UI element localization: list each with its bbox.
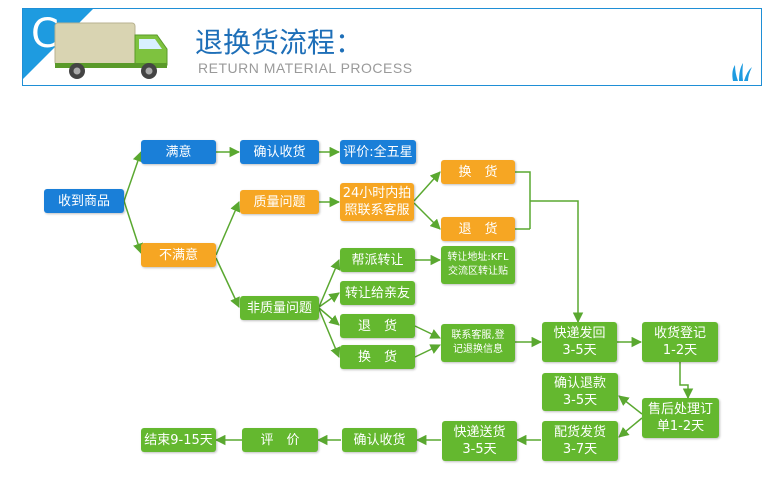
- node-confirm-receipt-final: 确认收货: [342, 428, 417, 452]
- connector-exchange-bracket: [515, 171, 531, 229]
- node-help-transfer: 帮派转让: [340, 248, 415, 272]
- node-receipt-register: 收货登记 1-2天: [642, 322, 718, 362]
- node-express-ship: 快递发回 3-5天: [542, 322, 617, 362]
- connector-nonquality-friend: [318, 292, 340, 308]
- node-dispatch: 配货发货 3-7天: [542, 421, 618, 461]
- node-transfer-address: 转让地址:KFL 交流区转让贴: [441, 246, 515, 284]
- connector-to-express-ship: [530, 200, 584, 324]
- connector-aftersales-dispatch: [618, 417, 643, 438]
- connector-unsatisfied-quality: [215, 201, 241, 256]
- node-receive-goods: 收到商品: [44, 189, 124, 213]
- grass-icon: [732, 63, 752, 81]
- node-review: 评 价: [242, 428, 318, 452]
- node-return-nonquality: 退 货: [340, 314, 415, 338]
- connector-unsatisfied-nonquality: [215, 257, 240, 308]
- node-after-sales: 售后处理订 单1-2天: [642, 398, 719, 438]
- connector-return-contact: [414, 325, 441, 339]
- page-subtitle: RETURN MATERIAL PROCESS: [198, 60, 413, 76]
- connector-nonquality-return: [318, 307, 340, 326]
- connector-photo-exchange: [413, 171, 441, 202]
- node-confirm-refund: 确认退款 3-5天: [542, 373, 618, 411]
- node-unsatisfied: 不满意: [141, 243, 216, 267]
- node-quality-issue: 质量问题: [240, 190, 319, 214]
- node-express-deliver: 快递送货 3-5天: [442, 421, 517, 461]
- connector-exchange-contact: [414, 344, 441, 358]
- connector-register-aftersales: [679, 362, 694, 400]
- connector-receive-satisfied: [123, 151, 143, 202]
- node-transfer-friend: 转让给亲友: [340, 281, 415, 305]
- connector-photo-return: [413, 202, 441, 230]
- connector-nonquality-exchange: [318, 308, 341, 358]
- node-photo-contact: 24小时内拍 照联系客服: [340, 183, 414, 221]
- node-confirm-receipt: 确认收货: [240, 140, 319, 164]
- node-exchange-quality: 换 货: [441, 160, 515, 184]
- node-satisfied: 满意: [141, 140, 216, 164]
- node-end: 结束9-15天: [141, 428, 216, 452]
- node-five-star-review: 评价:全五星: [340, 140, 416, 164]
- connector-aftersales-refund: [618, 395, 643, 415]
- node-exchange-nonquality: 换 货: [340, 345, 415, 369]
- node-return-quality: 退 货: [441, 217, 515, 241]
- corner-letter: C: [31, 11, 59, 57]
- connector-receive-unsatisfied: [123, 200, 144, 254]
- header-banner: C 退换货流程： RETURN MATERIAL PROCESS: [22, 8, 762, 86]
- node-non-quality-issue: 非质量问题: [240, 296, 319, 320]
- connector-nonquality-help: [318, 259, 341, 308]
- node-contact-register: 联系客服,登 记退换信息: [441, 324, 515, 362]
- page-title: 退换货流程：: [195, 26, 364, 59]
- truck-icon: [54, 22, 168, 79]
